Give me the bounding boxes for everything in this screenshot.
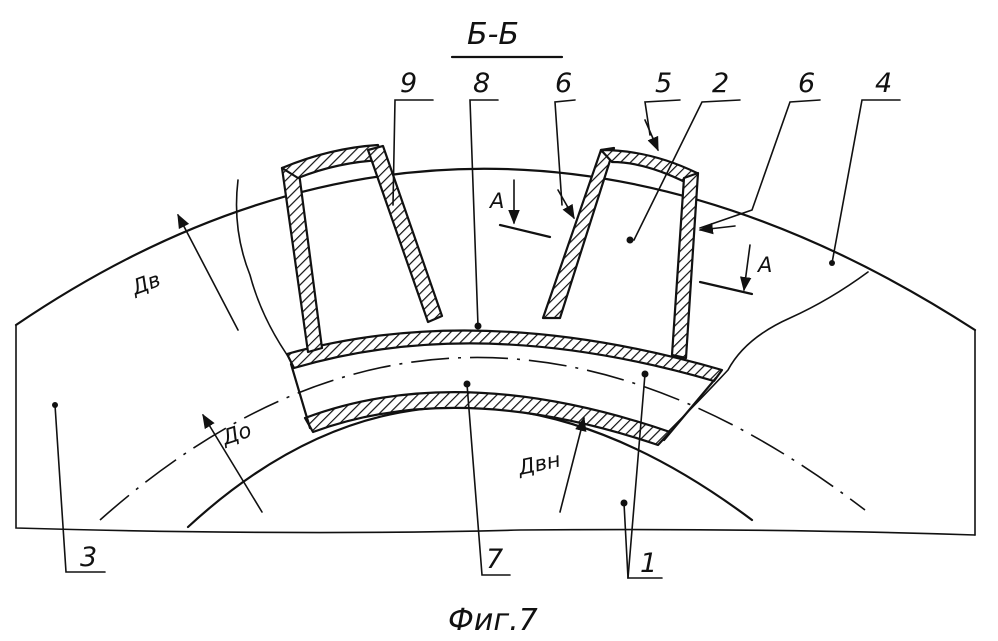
left-tooth-left-wall — [282, 165, 322, 352]
dim-arrow-inner — [560, 418, 584, 512]
callout-9: 9 — [400, 68, 417, 99]
channel-right-end — [664, 378, 716, 440]
callout-8: 8 — [473, 68, 490, 99]
callout-5: 5 — [655, 68, 672, 99]
figure-caption: Фиг.7 — [448, 603, 538, 638]
callout-1: 1 — [640, 548, 657, 579]
leader-8 — [470, 100, 498, 326]
right-break-line — [660, 272, 868, 440]
dim-label-middle: До — [218, 418, 254, 450]
arrow-6-left — [558, 190, 574, 218]
section-mark-left-line — [500, 225, 550, 237]
channel-inner-wall — [305, 392, 670, 445]
dim-arrow-outer — [178, 215, 238, 330]
section-mark-left: А — [488, 180, 550, 237]
center-web — [543, 148, 614, 318]
channel-outer-wall — [287, 330, 722, 381]
callout-4: 4 — [875, 68, 892, 99]
right-tooth-right-wall — [672, 173, 698, 358]
callout-2: 2 — [712, 68, 729, 99]
callout-3: 3 — [80, 542, 97, 573]
section-mark-left-label: А — [488, 189, 504, 213]
leader-5 — [645, 100, 680, 135]
dim-label-outer: Дв — [128, 267, 164, 300]
part-dot-2 — [627, 237, 634, 244]
callout-7: 7 — [486, 544, 503, 575]
section-mark-right: А — [700, 245, 772, 294]
left-break-line — [237, 180, 293, 362]
arrow-5 — [645, 120, 658, 150]
section-mark-right-label: А — [756, 253, 772, 277]
leader-1-b — [624, 503, 628, 578]
center-arc — [100, 357, 865, 520]
right-tooth-top-wall — [601, 150, 697, 183]
section-title: Б-Б — [467, 17, 519, 52]
leader-4 — [832, 100, 900, 263]
channel-left-end — [291, 364, 310, 428]
section-mark-right-arrow — [744, 245, 750, 290]
callout-6-left: 6 — [555, 68, 572, 99]
dim-label-inner: Двн — [515, 448, 563, 481]
callout-6-right: 6 — [798, 68, 815, 99]
leader-6-right — [700, 100, 820, 228]
section-title-group: Б-Б — [452, 17, 562, 57]
